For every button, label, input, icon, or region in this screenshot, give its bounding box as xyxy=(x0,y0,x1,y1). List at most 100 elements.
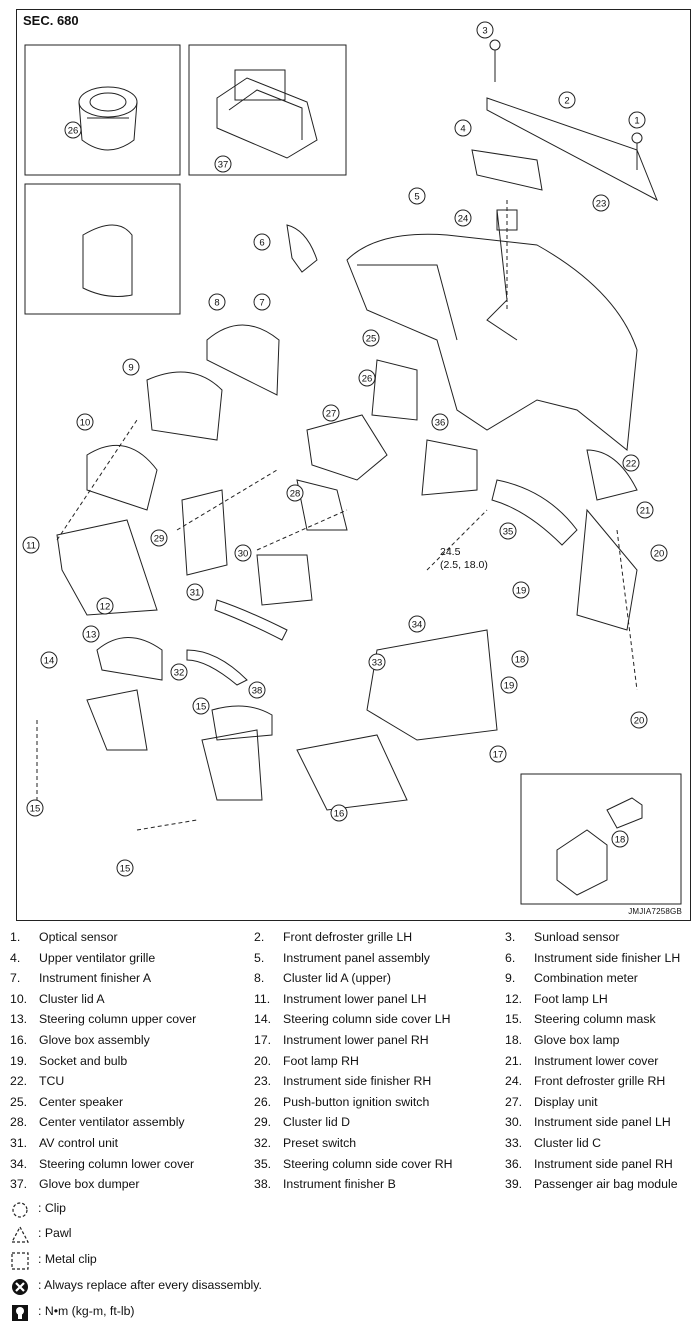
legend-name: Instrument panel assembly xyxy=(283,950,430,965)
legend-name: Cluster lid A xyxy=(39,991,105,1006)
legend-name: Front defroster grille LH xyxy=(283,930,413,944)
callout-number: 10 xyxy=(80,418,91,429)
callout-circle xyxy=(368,653,386,671)
legend-number: 33. xyxy=(505,1136,523,1150)
callout-number: 20 xyxy=(634,716,645,727)
callout-circle xyxy=(512,581,530,599)
symbol-metal-clip-text: : Metal clip xyxy=(38,1252,97,1266)
callout-number: 6 xyxy=(259,238,264,249)
callout-circle xyxy=(622,454,640,472)
legend-number: 28. xyxy=(10,1115,28,1130)
callout-number: 3 xyxy=(482,26,487,37)
legend-name: Socket and bulb xyxy=(39,1053,128,1068)
callout-number: 9 xyxy=(128,363,133,374)
legend-name: Combination meter xyxy=(534,971,638,986)
legend-number: 6. xyxy=(505,950,516,965)
callout-number: 18 xyxy=(515,655,526,666)
diagram-drawing: 1234567891011121314151515161718181919202… xyxy=(22,21,682,905)
callout-circle xyxy=(82,625,100,643)
legend-name: Steering column side cover LH xyxy=(283,1012,451,1027)
legend-number: 26. xyxy=(254,1094,272,1109)
legend-name: AV control unit xyxy=(39,1136,119,1150)
figure-code: JMJIA7258GB xyxy=(628,907,682,916)
callout-circle xyxy=(650,544,668,562)
callout-number: 11 xyxy=(26,541,36,552)
legend-number: 37. xyxy=(10,1177,28,1192)
legend-name: Cluster lid C xyxy=(534,1136,601,1150)
legend-number: 38. xyxy=(254,1177,272,1192)
callout-circle xyxy=(454,209,472,227)
legend-name: Center speaker xyxy=(39,1094,124,1109)
legend-name: Optical sensor xyxy=(39,930,118,944)
legend-number: 14. xyxy=(254,1012,272,1027)
legend-name: Instrument lower panel RH xyxy=(283,1033,429,1047)
callout-circle xyxy=(150,529,168,547)
legend-name: Display unit xyxy=(534,1094,598,1109)
legend-number: 36. xyxy=(505,1156,523,1171)
legend-number: 35. xyxy=(254,1156,272,1171)
callout-number: 7 xyxy=(259,298,264,309)
callout-number: 12 xyxy=(100,602,111,613)
callout-circle xyxy=(26,799,44,817)
legend-name: Instrument finisher A xyxy=(39,971,152,986)
legend-number: 20. xyxy=(254,1053,272,1068)
callout-circle xyxy=(170,663,188,681)
legend-number: 11. xyxy=(254,991,271,1006)
callout-circle xyxy=(636,501,654,519)
callout-circle xyxy=(96,597,114,615)
callout-number: 15 xyxy=(196,702,207,713)
callout-number: 32 xyxy=(174,668,185,679)
legend-name: Glove box dumper xyxy=(39,1177,140,1192)
callout-circle xyxy=(592,194,610,212)
callout-number: 22 xyxy=(626,459,637,470)
legend-name: Instrument side panel RH xyxy=(534,1156,673,1171)
legend-number: 7. xyxy=(10,971,21,986)
callout-number: 26 xyxy=(68,126,79,137)
callout-circle xyxy=(630,711,648,729)
legend-number: 16. xyxy=(10,1033,28,1047)
callout-number: 30 xyxy=(238,549,249,560)
legend-name: Glove box lamp xyxy=(534,1033,620,1047)
legend-number: 31. xyxy=(10,1136,28,1150)
legend-number: 3. xyxy=(505,930,516,944)
callout-circle xyxy=(499,522,517,540)
callout-circle xyxy=(116,859,134,877)
legend-name: Cluster lid D xyxy=(283,1115,350,1130)
legend-name: Instrument side panel LH xyxy=(534,1115,671,1130)
pawl-icon xyxy=(11,1225,29,1243)
callout-circle xyxy=(511,650,529,668)
callout-number: 4 xyxy=(460,124,465,135)
callout-circle xyxy=(64,121,82,139)
legend-name: Instrument side finisher LH xyxy=(534,950,681,965)
legend-name: Passenger air bag module xyxy=(534,1177,678,1192)
callout-number: 20 xyxy=(654,549,665,560)
callout-number: 1 xyxy=(634,116,639,127)
callout-number: 16 xyxy=(334,809,345,820)
callout-circle xyxy=(489,745,507,763)
legend-name: Sunload sensor xyxy=(534,930,620,944)
legend-name: Instrument lower panel LH xyxy=(283,991,427,1006)
callout-number: 21 xyxy=(640,506,651,517)
callout-number: 28 xyxy=(290,489,301,500)
callout-circle xyxy=(476,21,494,39)
callout-circle xyxy=(408,187,426,205)
legend-number: 18. xyxy=(505,1033,523,1047)
callout-circle xyxy=(214,155,232,173)
legend-name: TCU xyxy=(39,1074,65,1089)
callout-number: 19 xyxy=(504,681,515,692)
callout-circle xyxy=(330,804,348,822)
symbol-always-replace-text: : Always replace after every disassembly… xyxy=(38,1278,262,1292)
legend-number: 2. xyxy=(254,930,265,944)
callout-circle xyxy=(253,233,271,251)
legend-number: 24. xyxy=(505,1074,523,1089)
callout-number: 5 xyxy=(414,192,419,203)
callout-number: 19 xyxy=(516,586,527,597)
legend-number: 8. xyxy=(254,971,265,986)
legend-number: 32. xyxy=(254,1136,272,1150)
callout-circle xyxy=(362,329,380,347)
legend-number: 22. xyxy=(10,1074,28,1089)
callout-circle xyxy=(500,676,518,694)
callout-circle xyxy=(22,536,40,554)
symbol-pawl-text: : Pawl xyxy=(38,1226,72,1240)
legend-number: 15. xyxy=(505,1012,523,1027)
